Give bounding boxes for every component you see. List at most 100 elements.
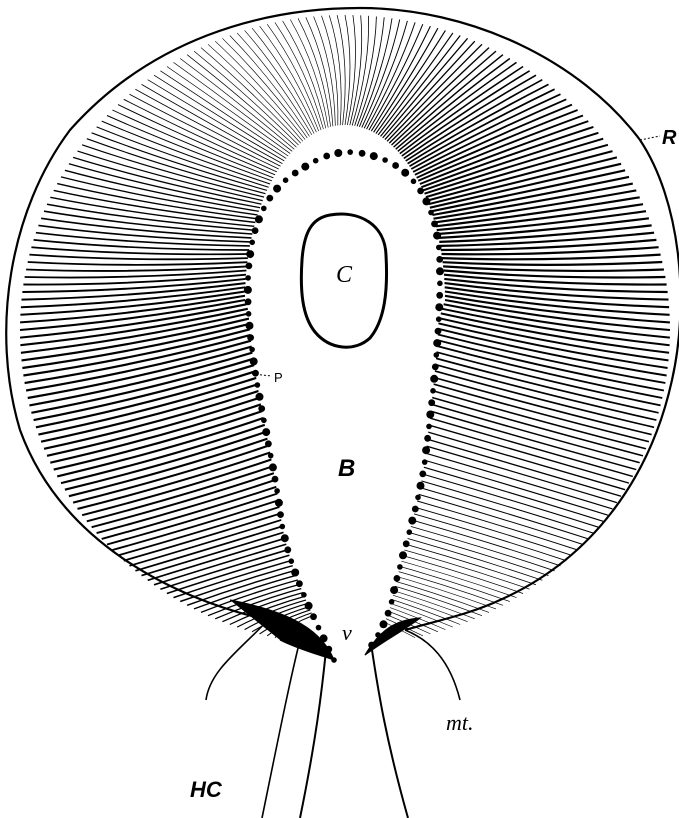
pigment-granule xyxy=(246,263,253,270)
pigment-granule xyxy=(272,476,279,483)
pigment-granule xyxy=(390,586,398,594)
striation-line xyxy=(283,21,326,128)
pigment-granule xyxy=(275,499,283,507)
pigment-granule xyxy=(437,281,443,287)
pigment-granule xyxy=(417,482,425,490)
label-P: P xyxy=(274,370,283,385)
striation-line xyxy=(267,24,321,130)
pigment-granule xyxy=(426,424,432,430)
striation-line xyxy=(383,38,468,138)
pigment-granule xyxy=(385,610,392,617)
pigment-granule xyxy=(265,440,272,447)
pigment-granule xyxy=(422,459,428,465)
pigment-granule xyxy=(347,149,353,155)
striation-line xyxy=(29,255,248,260)
striation-line xyxy=(428,356,659,413)
striation-line xyxy=(82,145,264,197)
label-C: C xyxy=(336,262,353,288)
pigment-granule xyxy=(284,546,291,553)
pigment-granule xyxy=(252,370,259,377)
pigment-granule xyxy=(247,334,254,341)
stalk-left-line xyxy=(300,650,326,818)
striation-line xyxy=(237,33,312,135)
striation-line xyxy=(124,99,277,172)
label-HC: HC xyxy=(190,777,223,802)
striation-line xyxy=(439,225,651,242)
pigment-granule xyxy=(422,446,430,454)
striation-line xyxy=(222,38,307,138)
pigment-granule xyxy=(305,602,313,610)
pigment-granule xyxy=(436,256,443,263)
pigment-granule xyxy=(403,540,410,547)
label-R: R xyxy=(662,127,677,149)
striation-line xyxy=(400,67,523,154)
pigment-granule xyxy=(245,275,251,281)
pigment-granule xyxy=(250,357,258,365)
pigment-granule xyxy=(430,375,438,383)
outer-stalk-left-line xyxy=(206,620,268,700)
pigment-granule xyxy=(255,382,261,388)
pigment-granule xyxy=(266,195,273,202)
striation-line xyxy=(187,55,296,147)
pigment-granule xyxy=(433,339,441,347)
pigment-granule xyxy=(292,170,299,177)
pigment-granule xyxy=(411,179,417,185)
striation-line xyxy=(26,266,247,271)
pigment-granule xyxy=(432,364,439,371)
pigment-granule xyxy=(417,188,424,195)
leader-R xyxy=(640,136,660,140)
pigment-granule xyxy=(426,411,434,419)
pigment-granule xyxy=(283,177,289,183)
pigment-granule xyxy=(412,506,419,513)
striation-line xyxy=(78,151,263,201)
pigment-granule xyxy=(334,149,342,157)
striation-line xyxy=(443,262,663,265)
pigment-granule xyxy=(246,322,254,330)
pigment-granule xyxy=(433,232,441,240)
mt-membrane-line xyxy=(405,630,460,700)
pigment-granule xyxy=(310,613,317,620)
striation-line xyxy=(92,133,267,191)
striation-line xyxy=(201,48,301,144)
pigment-granule xyxy=(323,153,330,160)
pigment-granule xyxy=(407,529,413,535)
pigment-granule xyxy=(316,625,322,631)
pigment-granule xyxy=(277,511,284,518)
pigment-granule xyxy=(291,569,299,577)
pigment-granule xyxy=(435,328,442,335)
pigment-granule xyxy=(436,292,443,299)
pigment-granule xyxy=(255,215,263,223)
pigment-granule xyxy=(430,388,436,394)
striation-line xyxy=(41,218,251,238)
pigment-granule xyxy=(246,250,254,258)
pigment-granule xyxy=(431,221,438,228)
striation-line xyxy=(135,89,280,166)
stalk-right-line xyxy=(372,650,408,818)
pigment-granule xyxy=(261,418,267,424)
pigment-granule xyxy=(428,399,435,406)
label-B: B xyxy=(338,455,355,482)
pigment-granule xyxy=(380,620,388,628)
pigment-granule xyxy=(256,393,264,401)
striation-line xyxy=(445,300,670,330)
pigment-granule xyxy=(281,534,289,542)
pigment-granule xyxy=(262,428,270,436)
striation-line xyxy=(28,345,259,399)
striation-line xyxy=(345,15,350,125)
pigment-granule xyxy=(428,210,434,216)
striation-line xyxy=(36,233,250,246)
pigment-granule xyxy=(394,575,401,582)
pigment-granule xyxy=(249,240,255,246)
pigment-granule xyxy=(273,185,281,193)
striation-line xyxy=(215,41,305,139)
pigment-granule xyxy=(392,162,399,169)
pigment-granule xyxy=(258,405,265,412)
pigment-granule xyxy=(269,463,277,471)
striation-line xyxy=(29,350,260,405)
striation-line xyxy=(347,15,355,125)
pigment-granule xyxy=(436,245,442,251)
striation-line xyxy=(430,164,621,208)
pigment-granule xyxy=(408,517,416,525)
pigment-granule xyxy=(436,316,442,322)
label-v: v xyxy=(342,620,352,645)
